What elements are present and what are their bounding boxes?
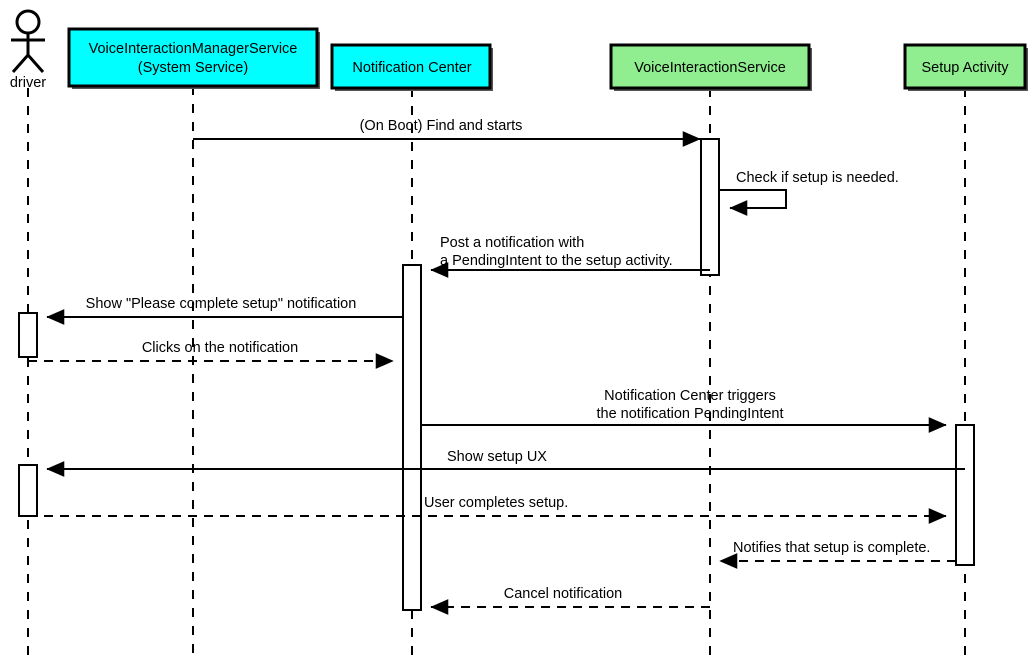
message-post-a-notification[interactable]: Post a notification with a PendingIntent…	[430, 235, 710, 278]
message-label: (On Boot) Find and starts	[360, 118, 523, 134]
participant-label-line1: VoiceInteractionService	[634, 60, 786, 76]
message-notification-center-triggers-pendingintent[interactable]: Notification Center triggers the notific…	[421, 388, 947, 433]
message-label: Clicks on the notification	[142, 340, 298, 356]
actor-leg-left-icon	[11, 54, 30, 73]
message-cancel-notification[interactable]: Cancel notification	[430, 586, 710, 615]
message-label: User completes setup.	[424, 495, 568, 511]
participant-box	[609, 43, 811, 90]
message-label-line1: Notification Center triggers	[604, 388, 776, 404]
activation-bar-setup-activity	[955, 424, 975, 566]
message-check-if-setup-is-needed[interactable]: Check if setup is needed.	[719, 170, 899, 216]
message-label: Cancel notification	[504, 586, 623, 602]
activation-bars-group	[18, 138, 975, 611]
actor-head-icon	[15, 9, 41, 35]
message-label-line1: Post a notification with	[440, 235, 584, 251]
participant-notification-center[interactable]: Notification Center	[330, 43, 493, 91]
message-show-please-complete-setup-notification[interactable]: Show "Please complete setup" notificatio…	[46, 296, 403, 325]
message-label-line2: the notification PendingIntent	[596, 406, 783, 422]
message-self-line	[719, 189, 787, 216]
actor-driver-label: driver	[10, 75, 46, 91]
message-notifies-that-setup-is-complete[interactable]: Notifies that setup is complete.	[719, 540, 956, 569]
message-user-completes-setup[interactable]: User completes setup.	[28, 495, 947, 524]
actor-leg-right-icon	[26, 54, 45, 73]
activation-bar-driver-1	[18, 312, 38, 358]
message-label: Check if setup is needed.	[736, 170, 899, 186]
message-show-setup-ux[interactable]: Show setup UX	[46, 449, 965, 477]
participant-box	[330, 43, 492, 90]
activation-bar-notification-center	[402, 264, 422, 611]
participant-box	[903, 43, 1027, 90]
participant-label-line1: Notification Center	[352, 60, 471, 76]
actor-driver[interactable]: driver	[10, 9, 46, 91]
participant-label-line1: Setup Activity	[921, 60, 1009, 76]
message-label: Show setup UX	[447, 449, 547, 465]
participant-box	[67, 27, 319, 88]
activation-bar-voiceinteractionservice	[700, 138, 720, 276]
message-label: Show "Please complete setup" notificatio…	[86, 296, 357, 312]
participant-setup-activity[interactable]: Setup Activity	[903, 43, 1028, 91]
message-clicks-on-the-notification[interactable]: Clicks on the notification	[28, 340, 394, 369]
participant-label-line2: (System Service)	[138, 60, 248, 76]
participant-label-line1: VoiceInteractionManagerService	[89, 41, 298, 57]
message-label: Notifies that setup is complete.	[733, 540, 930, 556]
activation-bar-driver-2	[18, 464, 38, 517]
message-on-boot-find-and-starts[interactable]: (On Boot) Find and starts	[193, 118, 701, 147]
participant-voiceinteractionservice[interactable]: VoiceInteractionService	[609, 43, 812, 91]
participant-voiceinteractionmanagerservice[interactable]: VoiceInteractionManagerService (System S…	[67, 27, 320, 89]
message-label-line2: a PendingIntent to the setup activity.	[440, 253, 673, 269]
